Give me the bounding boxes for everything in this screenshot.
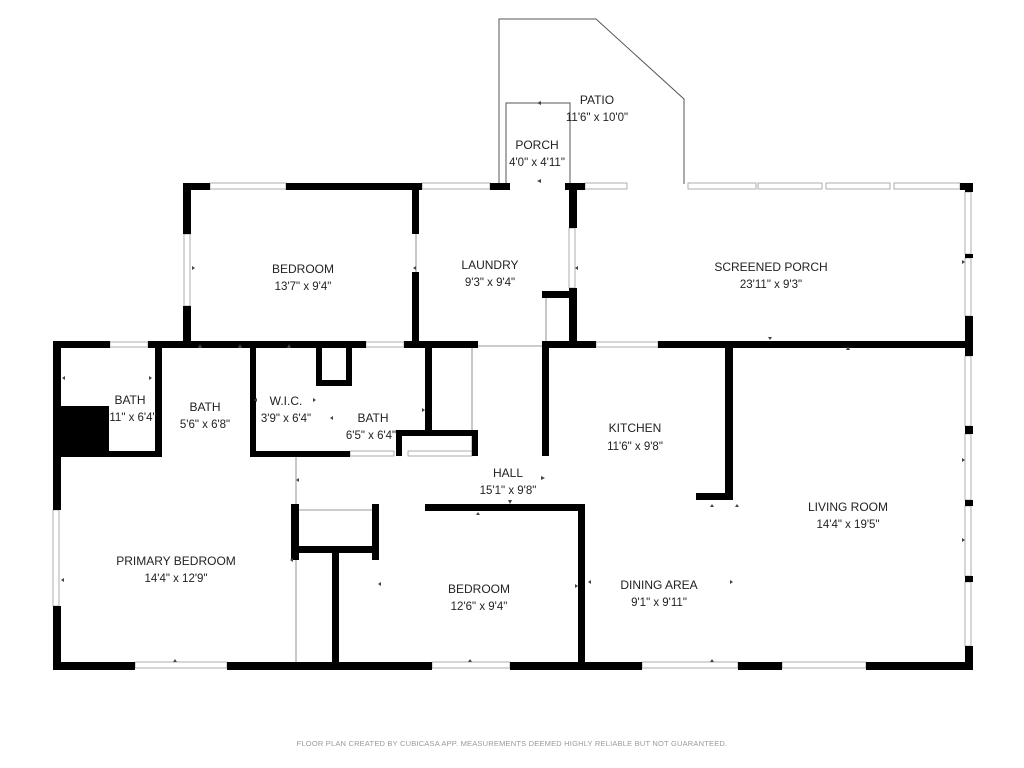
footer-disclaimer: FLOOR PLAN CREATED BY CUBICASA APP. MEAS…: [297, 739, 728, 748]
room-dimensions: 14'4" x 19'5": [816, 519, 879, 531]
room-name: BEDROOM: [448, 582, 510, 596]
room-dimensions: 3'9" x 6'4": [261, 413, 311, 425]
room-name: PRIMARY BEDROOM: [116, 554, 236, 568]
room-label-bath-3: BATH 6'5" x 6'4": [346, 411, 396, 442]
room-name: SCREENED PORCH: [714, 260, 827, 274]
room-name: HALL: [493, 466, 523, 480]
room-label-screened-porch: SCREENED PORCH 23'11" x 9'3": [714, 260, 827, 291]
room-name: W.I.C.: [270, 394, 303, 408]
room-name: PORCH: [515, 138, 558, 152]
room-label-bath-1: BATH 11" x 6'4": [109, 393, 156, 424]
room-dimensions: 11'6" x 10'0": [566, 112, 628, 124]
room-label-bedroom: BEDROOM 13'7" x 9'4": [272, 262, 334, 293]
room-dimensions: 12'6" x 9'4": [451, 601, 508, 613]
room-dimensions: 23'11" x 9'3": [740, 279, 802, 291]
room-dimensions: 9'1" x 9'11": [631, 597, 687, 609]
room-label-primary-bedroom: PRIMARY BEDROOM 14'4" x 12'9": [116, 554, 236, 585]
room-label-kitchen: KITCHEN 11'6" x 9'8": [607, 421, 663, 453]
room-dimensions: 13'7" x 9'4": [275, 281, 332, 293]
room-dimensions: 9'3" x 9'4": [465, 277, 515, 289]
room-dimensions: 5'6" x 6'8": [180, 419, 230, 431]
room-label-bath-2: BATH 5'6" x 6'8": [180, 400, 230, 431]
room-label-hall: HALL 15'1" x 9'8": [480, 466, 537, 497]
room-label-bedroom-2: BEDROOM 12'6" x 9'4": [448, 582, 510, 613]
room-label-patio: PATIO 11'6" x 10'0": [566, 93, 628, 124]
room-name: BATH: [189, 400, 220, 414]
room-name: LAUNDRY: [461, 258, 518, 272]
room-dimensions: 4'0" x 4'11": [509, 157, 565, 169]
room-name: BATH: [114, 393, 145, 407]
room-name: PATIO: [580, 93, 614, 107]
door-ticks: [61, 101, 965, 662]
room-dimensions: 6'5" x 6'4": [346, 430, 396, 442]
room-dimensions: 14'4" x 12'9": [144, 573, 207, 585]
room-dimensions: 15'1" x 9'8": [480, 485, 537, 497]
walls: [53, 183, 973, 670]
room-label-porch: PORCH 4'0" x 4'11": [509, 138, 565, 169]
room-label-dining-area: DINING AREA 9'1" x 9'11": [620, 578, 697, 609]
room-name: BATH: [357, 411, 388, 425]
room-dimensions: 11" x 6'4": [109, 412, 156, 424]
room-name: LIVING ROOM: [808, 500, 888, 514]
room-name: DINING AREA: [620, 578, 697, 592]
room-name: BEDROOM: [272, 262, 334, 276]
room-label-wic: W.I.C. 3'9" x 6'4": [261, 394, 311, 425]
room-name: KITCHEN: [609, 421, 662, 435]
room-dimensions: 11'6" x 9'8": [607, 441, 663, 453]
room-label-living-room: LIVING ROOM 14'4" x 19'5": [808, 500, 888, 531]
room-label-laundry: LAUNDRY 9'3" x 9'4": [461, 258, 518, 289]
